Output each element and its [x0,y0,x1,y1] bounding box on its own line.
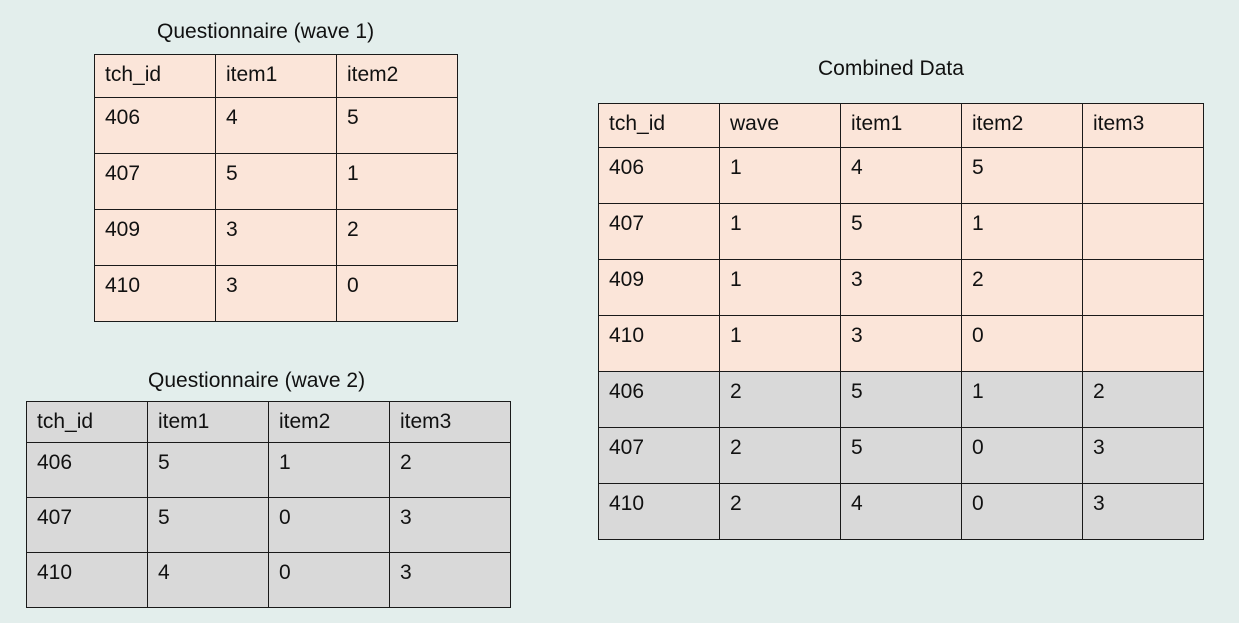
table-cell: 406 [26,442,148,498]
table-cell [1082,147,1204,204]
table-row: 410 4 0 3 [26,552,511,608]
table-cell: 3 [840,315,962,372]
table-cell: 1 [719,315,841,372]
table-row: 406 1 4 5 [598,147,1204,204]
table-cell: 410 [598,315,720,372]
table-cell: 407 [94,153,216,210]
table-row: 410 3 0 [94,265,458,322]
table-cell: 2 [719,483,841,540]
table-row: 409 3 2 [94,209,458,266]
table-row: 406 5 1 2 [26,442,511,498]
table-row: 407 5 1 [94,153,458,210]
combined-title: Combined Data [818,57,964,80]
table-row: 407 2 5 0 3 [598,427,1204,484]
table-cell: 407 [598,427,720,484]
table-row: 407 1 5 1 [598,203,1204,260]
column-header: item1 [840,103,962,148]
table-header-row: tch_id item1 item2 [94,54,458,98]
table-cell [1082,315,1204,372]
table-header-row: tch_id item1 item2 item3 [26,401,511,443]
table-cell: 407 [26,497,148,553]
table-cell: 2 [336,209,458,266]
column-header: item1 [147,401,269,443]
table-cell: 3 [215,265,337,322]
table-cell: 2 [719,371,841,428]
table-cell [1082,203,1204,260]
table-cell: 2 [389,442,511,498]
table-cell: 407 [598,203,720,260]
table-cell: 5 [840,371,962,428]
table-cell: 1 [961,203,1083,260]
table-cell: 5 [840,427,962,484]
column-header: item2 [268,401,390,443]
table-cell: 5 [961,147,1083,204]
table-row: 406 4 5 [94,97,458,154]
table-cell: 0 [961,427,1083,484]
table-cell: 3 [215,209,337,266]
table-cell: 3 [1082,483,1204,540]
table-cell: 410 [26,552,148,608]
column-header: tch_id [26,401,148,443]
table-cell: 409 [598,259,720,316]
table-cell: 0 [336,265,458,322]
table-cell: 1 [268,442,390,498]
table-cell: 3 [389,497,511,553]
column-header: item2 [336,54,458,98]
table-cell: 0 [961,483,1083,540]
column-header: tch_id [94,54,216,98]
table-row: 406 2 5 1 2 [598,371,1204,428]
table-cell: 406 [94,97,216,154]
column-header: tch_id [598,103,720,148]
column-header: item1 [215,54,337,98]
table-cell: 5 [215,153,337,210]
table-cell: 0 [961,315,1083,372]
table-row: 410 2 4 0 3 [598,483,1204,540]
column-header: wave [719,103,841,148]
wave2-title: Questionnaire (wave 2) [148,369,366,392]
table-cell: 3 [840,259,962,316]
table-cell: 1 [961,371,1083,428]
table-cell: 4 [840,483,962,540]
table-cell: 410 [94,265,216,322]
table-cell: 406 [598,147,720,204]
table-cell: 2 [719,427,841,484]
table-cell: 406 [598,371,720,428]
wave2-table: tch_id item1 item2 item3 406 5 1 2 407 5… [26,401,511,608]
table-cell: 1 [719,147,841,204]
table-cell: 5 [336,97,458,154]
table-cell: 0 [268,497,390,553]
table-cell: 1 [336,153,458,210]
wave1-title: Questionnaire (wave 1) [157,20,375,43]
table-cell: 4 [215,97,337,154]
column-header: item2 [961,103,1083,148]
column-header: item3 [389,401,511,443]
table-cell [1082,259,1204,316]
table-row: 409 1 3 2 [598,259,1204,316]
wave1-table: tch_id item1 item2 406 4 5 407 5 1 409 3… [94,54,458,322]
table-cell: 5 [147,497,269,553]
column-header: item3 [1082,103,1204,148]
table-cell: 5 [840,203,962,260]
table-row: 410 1 3 0 [598,315,1204,372]
table-header-row: tch_id wave item1 item2 item3 [598,103,1204,148]
combined-table: tch_id wave item1 item2 item3 406 1 4 5 … [598,103,1204,540]
table-cell: 2 [961,259,1083,316]
table-cell: 2 [1082,371,1204,428]
table-cell: 1 [719,203,841,260]
table-cell: 4 [147,552,269,608]
table-cell: 3 [389,552,511,608]
table-cell: 1 [719,259,841,316]
table-row: 407 5 0 3 [26,497,511,553]
table-cell: 4 [840,147,962,204]
table-cell: 410 [598,483,720,540]
table-cell: 0 [268,552,390,608]
table-cell: 3 [1082,427,1204,484]
table-cell: 409 [94,209,216,266]
table-cell: 5 [147,442,269,498]
